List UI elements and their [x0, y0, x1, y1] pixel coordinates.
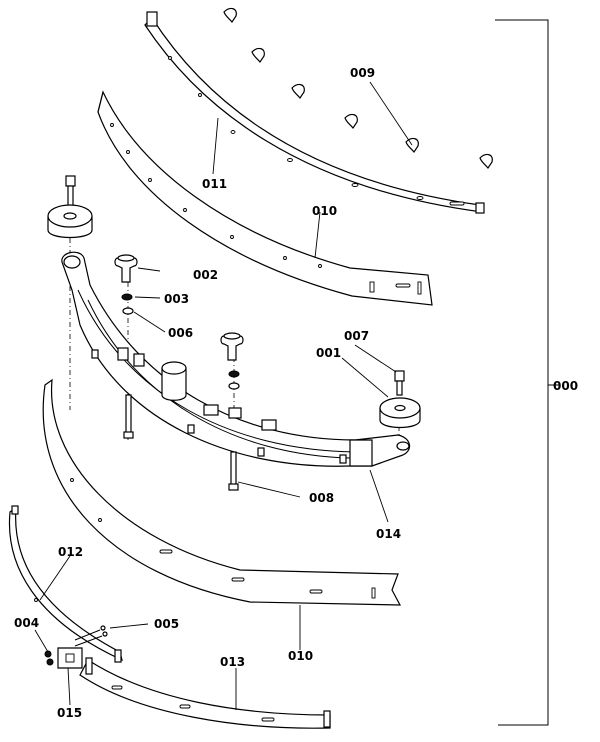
label-000: 000	[553, 379, 578, 393]
part-006-nut-2	[228, 382, 240, 390]
part-014-holder-bar	[61, 251, 411, 467]
part-005-screws	[74, 625, 108, 647]
label-003: 003	[164, 292, 189, 306]
part-004-nuts	[44, 650, 54, 666]
part-015-clamp-plate	[57, 647, 83, 669]
label-015: 015	[57, 706, 82, 720]
label-007: 007	[344, 329, 369, 343]
label-005: 005	[154, 617, 179, 631]
assembly-bracket	[495, 19, 560, 726]
part-007-bolt-right	[394, 370, 405, 396]
part-003-washer-2	[228, 370, 240, 378]
label-011: 011	[202, 177, 227, 191]
part-002-knob-2	[220, 332, 244, 361]
label-004: 004	[14, 616, 39, 630]
label-006: 006	[168, 326, 193, 340]
part-012-thin-strip	[8, 505, 123, 663]
label-002: 002	[193, 268, 218, 282]
leader-lines	[34, 81, 413, 710]
part-001-roller-left	[47, 204, 93, 239]
label-013: 013	[220, 655, 245, 669]
part-008-bolt	[123, 394, 134, 439]
part-013-bottom-strip	[79, 657, 331, 729]
part-001-roller-right	[379, 397, 421, 429]
label-009: 009	[350, 66, 375, 80]
part-008-bolt-2	[228, 451, 239, 491]
label-010-upper: 010	[312, 204, 337, 218]
part-006-nut	[122, 307, 134, 315]
part-003-washer	[121, 293, 133, 301]
label-014: 014	[376, 527, 401, 541]
label-001: 001	[316, 346, 341, 360]
label-008: 008	[309, 491, 334, 505]
part-010-upper-strip	[97, 90, 433, 306]
part-002-knob	[114, 254, 138, 283]
part-009-wing-clips	[223, 7, 493, 170]
part-011-top-strip	[144, 11, 485, 214]
label-010-lower: 010	[288, 649, 313, 663]
part-010-lower-strip	[42, 378, 402, 606]
label-012: 012	[58, 545, 83, 559]
